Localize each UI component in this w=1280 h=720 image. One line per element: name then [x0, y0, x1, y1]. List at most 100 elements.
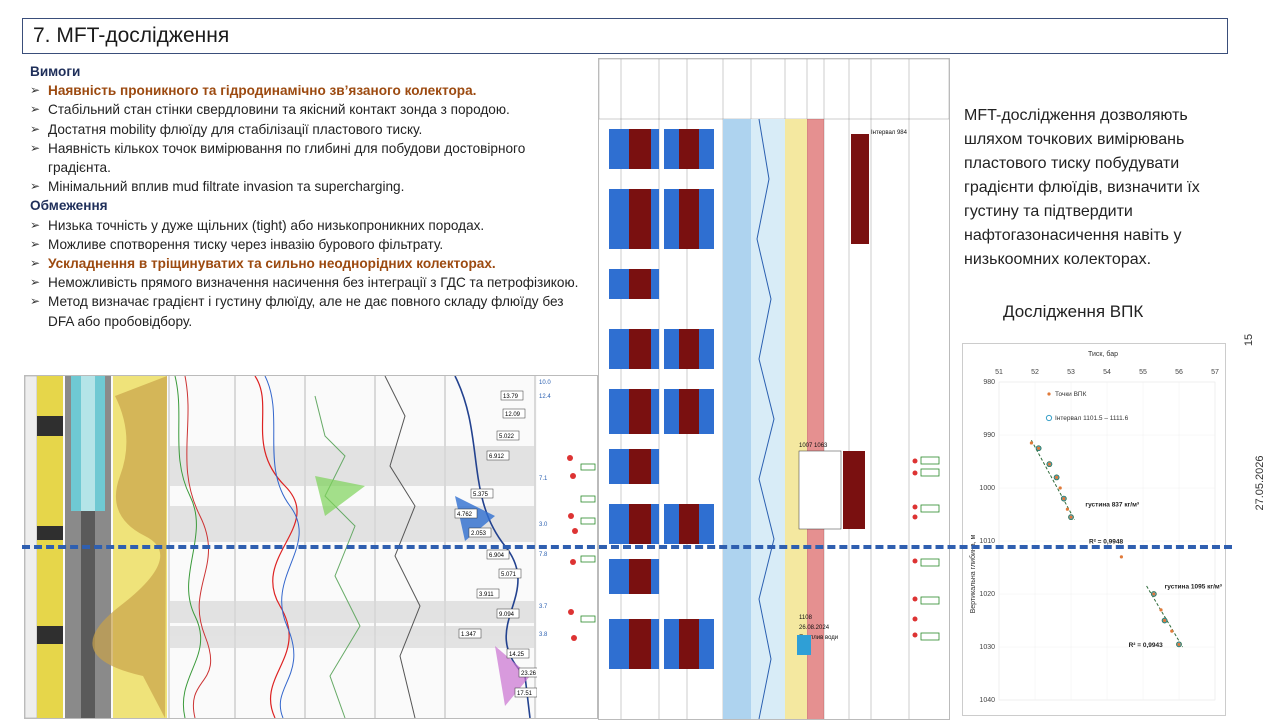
x-tick-label: 57	[1211, 369, 1219, 376]
arrow-bullet-icon: ➢	[30, 275, 41, 290]
y-tick-label: 1010	[979, 538, 995, 545]
log-label: 23.26	[521, 671, 537, 677]
x-axis-label: Тиск, бар	[1088, 350, 1118, 358]
chart-annotation: густина 1095 кг/м³	[1165, 584, 1223, 591]
well-log-image: 13.79 12.09 5.022 6.912 5.375 4.762 2.05…	[24, 375, 598, 719]
vpk-point	[1119, 555, 1123, 559]
chart-annotation: R² = 0,9948	[1089, 539, 1124, 546]
log-label: 3.911	[479, 592, 494, 598]
log-label: 6.904	[489, 553, 505, 559]
vpk-chart: Тиск, бар Вертикальна глибина, м 51 52 53 5…	[962, 343, 1226, 716]
arrow-bullet-icon: ➢	[30, 179, 41, 194]
vpk-point	[1177, 642, 1181, 646]
vpk-chart-caption: Дослідження ВПК	[1003, 302, 1144, 321]
legend-label: Інтервал 1101.5 – 1111.6	[1055, 415, 1129, 422]
slide-date: 27.05.2026	[1254, 455, 1266, 511]
page-number: 15	[1243, 333, 1255, 347]
arrow-bullet-icon: ➢	[30, 140, 41, 155]
interpretation-label: Приплив води	[799, 635, 838, 641]
log-label: 9.094	[499, 612, 515, 618]
log-label: 14.25	[509, 652, 525, 658]
svg-text:3.0: 3.0	[539, 522, 548, 528]
requirement-item: ➢Мінімальний вплив mud filtrate invasion…	[30, 177, 590, 196]
requirements-heading: Вимоги	[30, 64, 81, 79]
vpk-point	[1170, 629, 1174, 633]
y-axis-label: Вертикальна глибина, м	[969, 534, 977, 613]
log-label: 5.071	[501, 572, 517, 578]
x-tick-label: 52	[1031, 369, 1039, 376]
vpk-point	[1029, 441, 1033, 445]
y-tick-label: 1040	[979, 697, 995, 704]
vpk-point	[1069, 515, 1073, 519]
limitations-heading: Обмеження	[30, 198, 108, 214]
y-tick-label: 980	[983, 379, 995, 386]
x-tick-label: 55	[1139, 369, 1147, 376]
limitation-item: ➢Ускладнення в тріщинуватих та сильно не…	[30, 254, 590, 273]
svg-text:3.8: 3.8	[539, 632, 548, 638]
x-tick-label: 51	[995, 369, 1003, 376]
depth-marker-line	[22, 545, 1232, 549]
log-label: 12.09	[505, 412, 521, 418]
interpretation-label: 1007 1063	[799, 443, 828, 449]
log-label: 13.79	[503, 394, 519, 400]
trendline	[1030, 440, 1076, 521]
side-summary-text: MFT-дослідження дозволяють шляхом точков…	[964, 107, 1200, 268]
page-title: 7. MFT-дослідження	[33, 24, 230, 47]
x-tick-label: 54	[1103, 369, 1111, 376]
limitation-item: ➢Неможливість прямого визначення насичен…	[30, 273, 590, 292]
requirement-item: ➢Достатня mobility флюїду для стабілізац…	[30, 120, 590, 139]
log-label: 6.912	[489, 454, 505, 460]
vpk-chart-svg: Тиск, бар Вертикальна глибина, м 51 52 53 5…	[969, 350, 1223, 704]
chart-annotation: густина 837 кг/м³	[1085, 502, 1140, 509]
svg-text:7.8: 7.8	[539, 552, 548, 558]
vpk-point	[1058, 486, 1062, 490]
vpk-point	[1047, 462, 1051, 466]
y-tick-label: 990	[983, 432, 995, 439]
y-tick-label: 1000	[979, 485, 995, 492]
vpk-point	[1062, 497, 1066, 501]
x-tick-label: 56	[1175, 369, 1183, 376]
legend-label: Точки ВПК	[1055, 391, 1087, 398]
y-tick-label: 1030	[979, 644, 995, 651]
arrow-bullet-icon: ➢	[30, 294, 41, 309]
interpretation-label: 1108	[799, 615, 813, 621]
arrow-bullet-icon: ➢	[30, 236, 41, 251]
chart-annotation: R² = 0,9943	[1129, 642, 1164, 649]
log-label: 5.375	[473, 492, 489, 498]
vpk-point	[1065, 507, 1069, 511]
svg-text:12.4: 12.4	[539, 394, 551, 400]
log-label: 4.762	[457, 512, 473, 518]
vpk-point	[1055, 475, 1059, 479]
limitation-item: ➢Низька точність у дуже щільних (tight) …	[30, 216, 590, 235]
svg-text:10.0: 10.0	[539, 380, 551, 386]
interpretation-svg: Інтервал 984 1007 1063 1108 26.08.2024 П…	[599, 59, 949, 719]
vpk-point	[1037, 446, 1041, 450]
arrow-bullet-icon: ➢	[30, 256, 41, 271]
interpretation-label: 26.08.2024	[799, 625, 830, 631]
well-log-svg: 13.79 12.09 5.022 6.912 5.375 4.762 2.05…	[25, 376, 597, 718]
arrow-bullet-icon: ➢	[30, 121, 41, 136]
log-label: 1.347	[461, 632, 477, 638]
arrow-bullet-icon: ➢	[30, 102, 41, 117]
limitation-item: ➢Можливе спотворення тиску через інвазію…	[30, 235, 590, 254]
log-label: 17.51	[517, 691, 533, 697]
requirement-item: ➢Наявність кількох точок вимірювання по …	[30, 140, 526, 176]
vpk-point	[1163, 618, 1167, 623]
arrow-bullet-icon: ➢	[30, 217, 41, 232]
requirement-item: ➢Наявність проникного та гідродинамічно …	[30, 81, 590, 100]
interpretation-log-image: Інтервал 984 1007 1063 1108 26.08.2024 П…	[598, 58, 950, 720]
legend-marker	[1045, 414, 1053, 422]
title-box: 7. MFT-дослідження	[22, 18, 1228, 54]
svg-text:7.1: 7.1	[539, 476, 548, 482]
requirement-item: ➢Стабільний стан стінки свердловини та я…	[30, 100, 590, 119]
vpk-point	[1159, 608, 1163, 612]
svg-text:3.7: 3.7	[539, 604, 548, 610]
vpk-point	[1152, 592, 1156, 596]
log-label: 5.022	[499, 434, 515, 440]
limitation-item: ➢Метод визначає градієнт і густину флюїд…	[30, 294, 564, 329]
requirements-block: Вимоги ➢Наявність проникного та гідродин…	[30, 62, 590, 331]
legend-marker	[1047, 392, 1051, 396]
log-label: 2.053	[471, 531, 487, 537]
x-tick-label: 53	[1067, 369, 1075, 376]
arrow-bullet-icon: ➢	[30, 83, 41, 98]
